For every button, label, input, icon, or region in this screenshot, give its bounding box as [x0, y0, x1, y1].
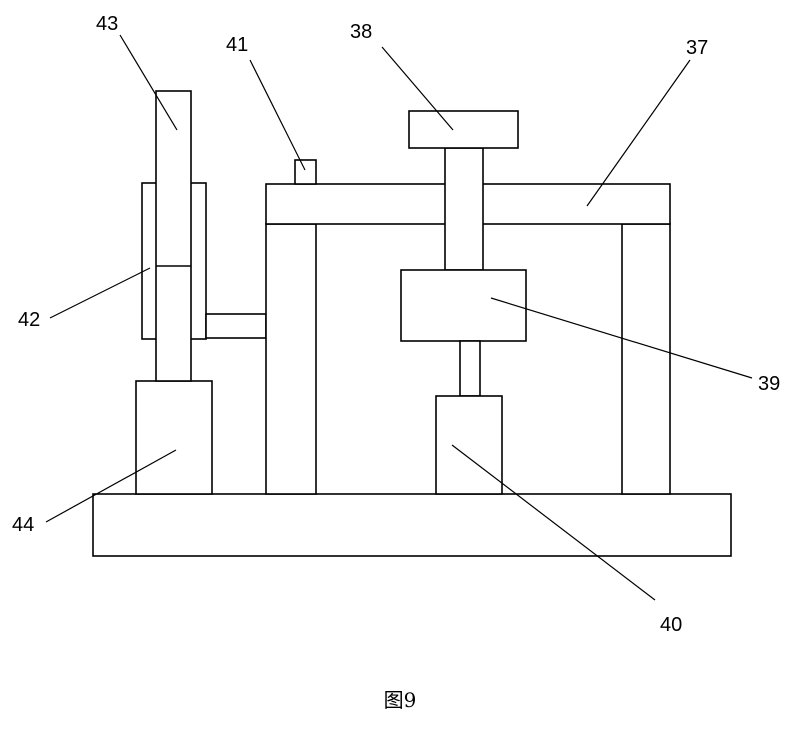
lower-rod	[459, 340, 481, 397]
part-44-support-block	[135, 380, 213, 495]
leader-line-38	[381, 46, 454, 131]
part-38-handle	[408, 110, 519, 149]
part-43-vertical-plate	[155, 90, 192, 382]
leader-line-37	[586, 59, 691, 207]
ref-label-42: 42	[18, 309, 40, 331]
ref-label-43: 43	[96, 13, 118, 35]
connecting-arm	[205, 313, 267, 339]
ref-label-37: 37	[686, 37, 708, 59]
leader-line-42	[49, 267, 151, 319]
ref-label-44: 44	[12, 514, 34, 536]
ref-label-38: 38	[350, 21, 372, 43]
base-plate	[92, 493, 732, 557]
leader-line-39	[490, 297, 753, 379]
part-41-knob	[294, 159, 317, 185]
ref-label-39: 39	[758, 373, 780, 395]
part-37-frame-left-leg	[265, 223, 317, 495]
leader-line-41	[249, 59, 306, 171]
part-40-lower-block	[435, 395, 503, 495]
part-37-frame-right-leg	[621, 223, 671, 495]
figure-caption: 图9	[383, 688, 417, 712]
leader-line-40	[451, 444, 656, 601]
leader-line-44	[45, 449, 177, 523]
ref-label-41: 41	[226, 34, 248, 56]
ref-label-40: 40	[660, 614, 682, 636]
part-38-shaft	[444, 147, 484, 271]
part-39-slider-block	[400, 269, 527, 342]
leader-line-43	[119, 34, 178, 131]
